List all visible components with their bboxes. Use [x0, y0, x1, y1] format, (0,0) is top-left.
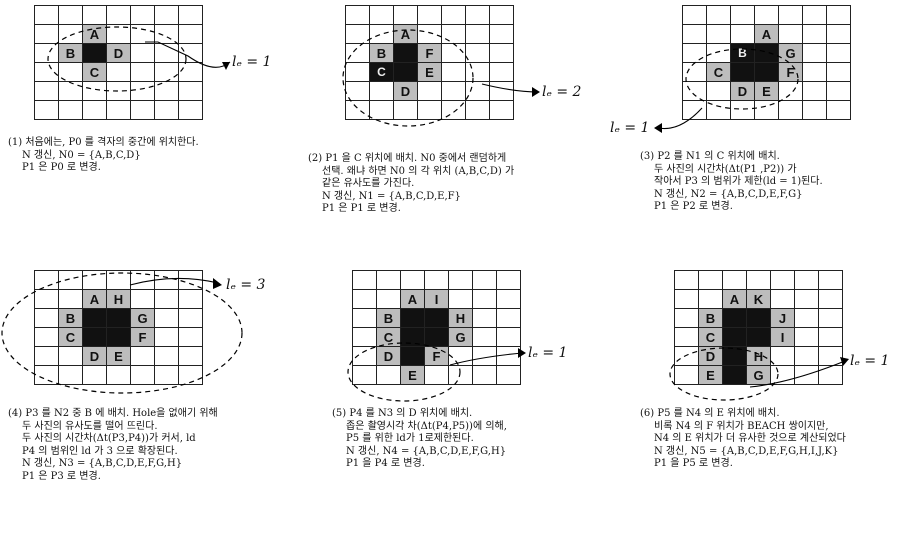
cell-d: D [377, 347, 401, 366]
cell-g: G [131, 309, 155, 328]
cell-f: F [779, 63, 803, 82]
cell-b: B [59, 44, 83, 63]
photo-p4 [723, 347, 747, 366]
cell-a: A [394, 25, 418, 44]
cell-b: B [59, 309, 83, 328]
cell-e: E [107, 347, 131, 366]
caption-5: (5) P4 를 N3 의 D 위치에 배치. 좁은 촬영시각 차(Δt(P4,… [332, 408, 507, 471]
caption-2: (2) P1 을 C 위치에 배치. N0 중에서 랜덤하게 선택. 왜냐 하면… [308, 153, 514, 216]
cell-h: H [449, 309, 473, 328]
panel-2: A B F C E D lₑ = 2 (2) P1 을 C 위치에 배치. N0 중… [300, 0, 600, 265]
photo-p2 [83, 328, 107, 347]
cell-b: B [731, 44, 755, 63]
photo-p4 [401, 347, 425, 366]
cell-d: D [394, 82, 418, 101]
grid-2: A B F C E D [345, 5, 514, 120]
cell-c: C [59, 328, 83, 347]
cell-h: H [107, 290, 131, 309]
cell-k: K [747, 290, 771, 309]
cell-a: A [401, 290, 425, 309]
cell-c: C [707, 63, 731, 82]
photo-p2 [731, 63, 755, 82]
cell-a: A [83, 290, 107, 309]
grid-1: A B D C [34, 5, 203, 120]
caption-3: (3) P2 를 N1 의 C 위치에 배치. 두 사진의 시간차(Δt(P1 … [640, 151, 823, 214]
cell-i: I [425, 290, 449, 309]
photo-p1 [425, 328, 449, 347]
cell-b: B [377, 309, 401, 328]
cell-g: G [779, 44, 803, 63]
cell-f: F [131, 328, 155, 347]
ld-label-3: lₑ = 1 [610, 120, 649, 136]
photo-p0 [107, 309, 131, 328]
ld-label-6: lₑ = 1 [850, 353, 889, 369]
photo-p2 [723, 328, 747, 347]
cell-d: D [699, 347, 723, 366]
photo-p0 [755, 44, 779, 63]
photo-p0 [747, 309, 771, 328]
ld-label-4: lₑ = 3 [226, 277, 265, 293]
cell-e: E [401, 366, 425, 385]
cell-a: A [723, 290, 747, 309]
cell-b: B [370, 44, 394, 63]
photo-p5 [723, 366, 747, 385]
cell-c: C [83, 63, 107, 82]
cell-e: E [755, 82, 779, 101]
cell-c: C [370, 63, 394, 82]
cell-e: E [699, 366, 723, 385]
ld-label-5: lₑ = 1 [528, 345, 567, 361]
caption-4: (4) P3 를 N2 중 B 에 배치. Hole을 없애기 위해 두 사진의… [8, 408, 218, 483]
cell-j: J [771, 309, 795, 328]
cell-a: A [83, 25, 107, 44]
cell-g: G [747, 366, 771, 385]
photo-p3 [83, 309, 107, 328]
cell-a: A [755, 25, 779, 44]
photo-p1 [107, 328, 131, 347]
cell-b: B [699, 309, 723, 328]
photo-p0 [425, 309, 449, 328]
photo-p1 [394, 63, 418, 82]
caption-6: (6) P5 를 N4 의 E 위치에 배치. 비록 N4 의 F 위치가 BE… [640, 408, 846, 471]
cell-g: G [449, 328, 473, 347]
cell-f: F [425, 347, 449, 366]
cell-c: C [377, 328, 401, 347]
panel-1: A B D C lₑ = 1 (1) 처음에는, P0 를 격자의 중간에 위치한… [0, 0, 300, 265]
photo-p0 [83, 44, 107, 63]
ld-label-1: lₑ = 1 [232, 54, 271, 70]
cell-d: D [107, 44, 131, 63]
cell-c: C [699, 328, 723, 347]
cell-d: D [83, 347, 107, 366]
photo-p3 [723, 309, 747, 328]
photo-p2 [401, 328, 425, 347]
photo-p3 [401, 309, 425, 328]
photo-p0 [394, 44, 418, 63]
cell-h: H [747, 347, 771, 366]
caption-1: (1) 처음에는, P0 를 격자의 중간에 위치한다. N 갱신, N0 = … [8, 137, 199, 175]
cell-f: F [418, 44, 442, 63]
photo-p1 [747, 328, 771, 347]
cell-d: D [731, 82, 755, 101]
cell-i: I [771, 328, 795, 347]
ld-label-2: lₑ = 2 [542, 84, 581, 100]
cell-e: E [418, 63, 442, 82]
photo-p1 [755, 63, 779, 82]
